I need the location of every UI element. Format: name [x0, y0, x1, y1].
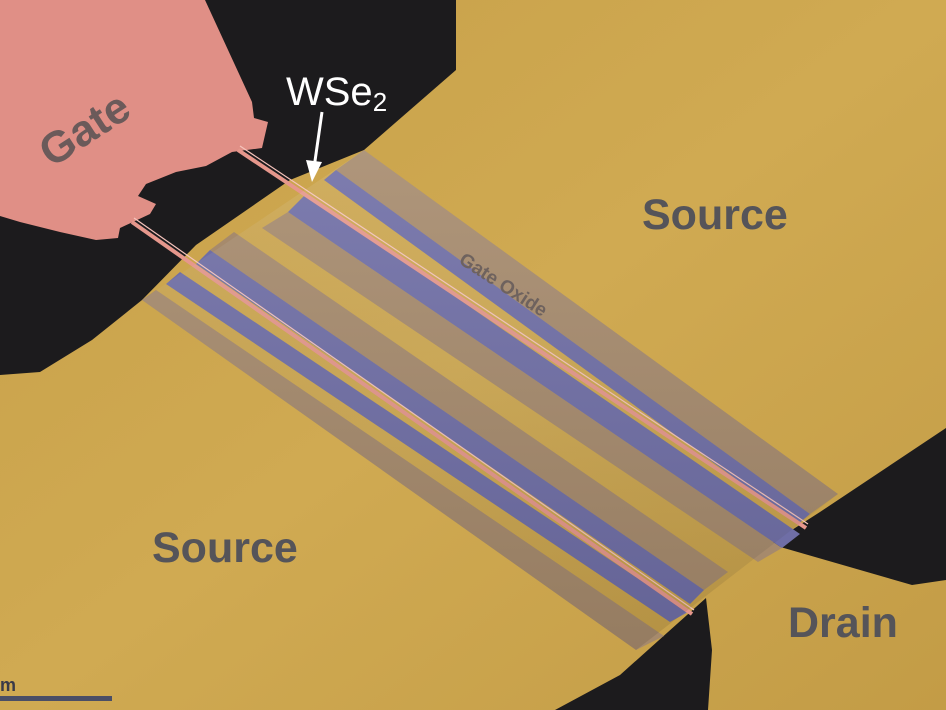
source-label-bottom: Source: [152, 524, 298, 572]
strip-shading: [142, 150, 838, 650]
substrate-region-bottom: [555, 598, 712, 710]
drain-label: Drain: [788, 599, 898, 647]
wse2-label: WSe2: [286, 72, 387, 115]
wse2-arrow-head: [306, 160, 322, 182]
wse2-label-base: WSe: [286, 70, 373, 114]
scale-bar-label: m: [0, 675, 17, 695]
wse2-label-subscript: 2: [372, 87, 388, 117]
scale-bar: [0, 696, 112, 701]
gate-pad: [0, 0, 268, 240]
substrate-region-right: [770, 428, 946, 585]
source-label-top: Source: [642, 191, 788, 239]
wse2-arrow-shaft: [312, 111, 324, 169]
